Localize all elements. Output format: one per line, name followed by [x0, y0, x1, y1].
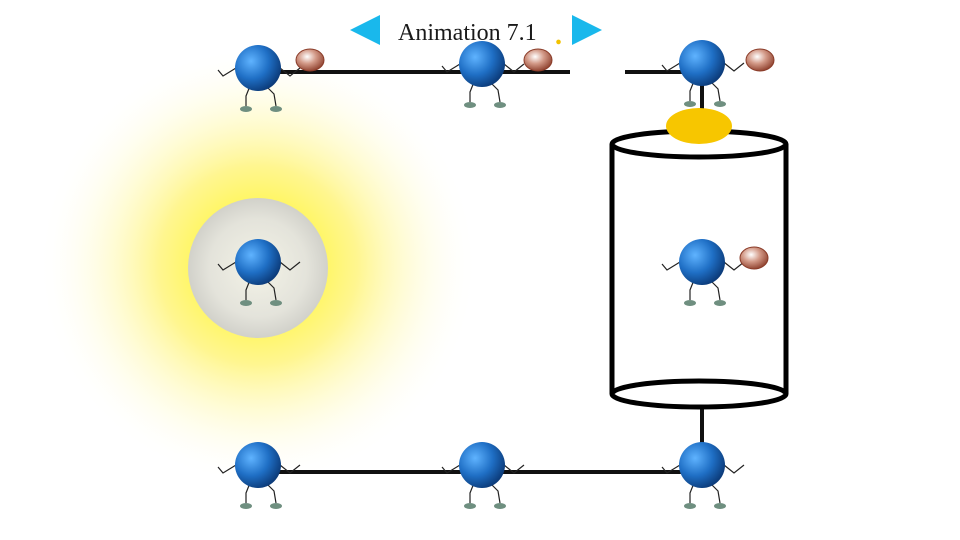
electron-leg — [709, 482, 721, 504]
electron-leg — [689, 482, 695, 503]
electron-foot — [270, 106, 282, 112]
electron-leg — [689, 80, 695, 101]
electron-leg — [245, 482, 251, 503]
electron-foot — [464, 503, 476, 509]
electron-foot — [714, 503, 726, 509]
electron-leg — [689, 279, 695, 300]
positive-charge — [745, 48, 775, 72]
electron-arm — [217, 261, 237, 271]
electron-figure — [217, 45, 301, 112]
electron-arm — [661, 62, 681, 72]
battery-terminal — [666, 108, 732, 144]
electron-arm — [279, 261, 301, 271]
electron-arm — [217, 464, 237, 474]
next-button[interactable] — [572, 15, 602, 45]
electron-arm — [279, 464, 301, 474]
electron-foot — [714, 300, 726, 306]
electron-body — [235, 45, 281, 91]
electron-arm — [661, 261, 681, 271]
electron-arm — [441, 464, 461, 474]
electron-foot — [240, 503, 252, 509]
electron-leg — [469, 81, 475, 102]
charges-layer — [295, 48, 775, 270]
slide-title: Animation 7.1 — [398, 20, 537, 46]
electron-leg — [709, 279, 721, 301]
electron-foot — [494, 503, 506, 509]
electron-body — [235, 442, 281, 488]
electron-leg — [265, 279, 277, 301]
electron-figure — [217, 442, 301, 509]
electron-arm — [279, 67, 301, 77]
electron-foot — [464, 102, 476, 108]
electron-foot — [684, 503, 696, 509]
electron-figure — [441, 41, 525, 108]
electron-arm — [723, 261, 745, 271]
electron-foot — [714, 101, 726, 107]
electron-leg — [265, 85, 277, 107]
electron-foot — [270, 300, 282, 306]
electron-foot — [684, 101, 696, 107]
electron-foot — [684, 300, 696, 306]
triangle-right-icon[interactable] — [572, 15, 602, 45]
electron-arm — [661, 464, 681, 474]
electron-leg — [489, 482, 501, 504]
battery-bottom — [609, 378, 789, 410]
positive-charge — [739, 246, 769, 270]
electron-body — [235, 239, 281, 285]
positive-charge — [523, 48, 553, 72]
electron-figure — [661, 40, 745, 107]
electron-arm — [217, 67, 237, 77]
electron-leg — [265, 482, 277, 504]
electron-body — [459, 41, 505, 87]
electron-arm — [723, 464, 745, 474]
electron-figure — [661, 442, 745, 509]
positive-charge — [295, 48, 325, 72]
electron-figure — [441, 442, 525, 509]
triangle-left-icon[interactable] — [350, 15, 380, 45]
electron-figure — [661, 239, 745, 306]
electron-body — [679, 239, 725, 285]
prev-button[interactable] — [350, 15, 380, 45]
electron-body — [459, 442, 505, 488]
electron-body — [679, 40, 725, 86]
electron-foot — [270, 503, 282, 509]
electron-arm — [503, 63, 525, 73]
electron-leg — [469, 482, 475, 503]
title-dot: . — [555, 20, 562, 51]
electron-arm — [723, 62, 745, 72]
electron-foot — [494, 102, 506, 108]
electron-figure — [217, 239, 301, 306]
electron-body — [679, 442, 725, 488]
electron-arm — [441, 63, 461, 73]
electron-arm — [503, 464, 525, 474]
electron-leg — [245, 279, 251, 300]
electron-foot — [240, 106, 252, 112]
electron-leg — [245, 85, 251, 106]
electron-foot — [240, 300, 252, 306]
electron-leg — [489, 81, 501, 103]
electrons-layer — [217, 40, 745, 509]
electron-leg — [709, 80, 721, 102]
